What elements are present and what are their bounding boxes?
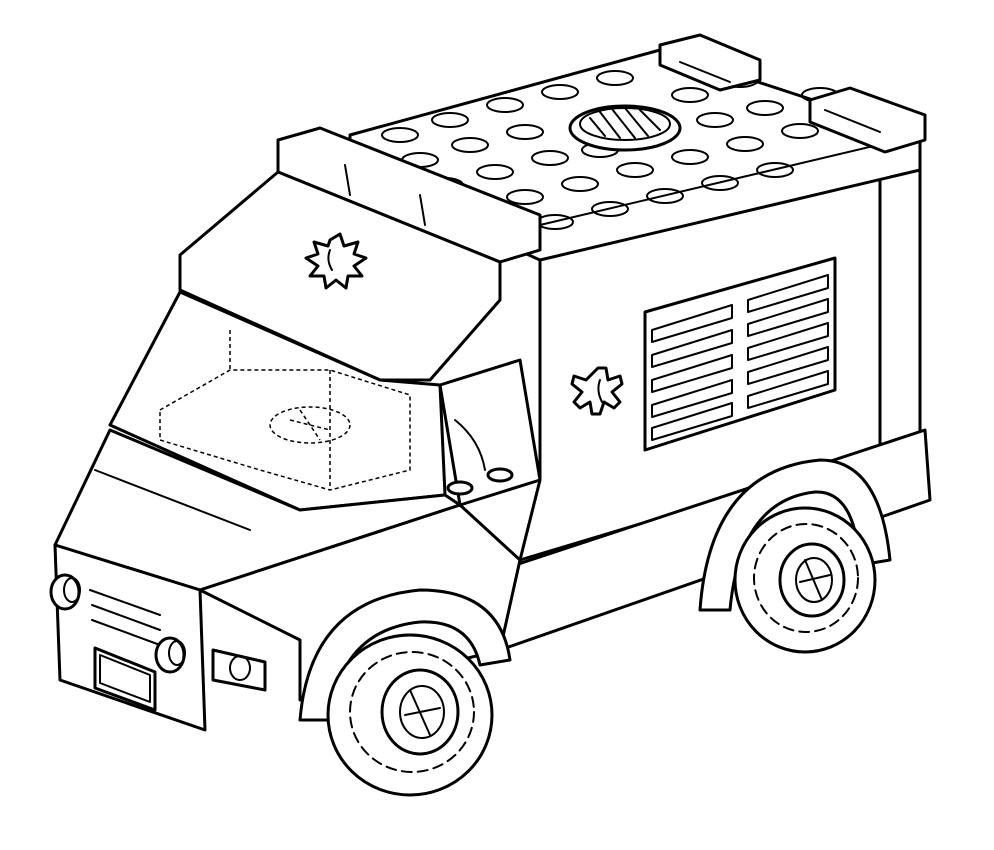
front-wheel — [326, 633, 494, 797]
star-of-life-cab-icon — [304, 232, 368, 290]
steering-wheel-icon — [269, 406, 351, 444]
roof-vent-icon — [568, 104, 682, 152]
license-plate — [93, 646, 157, 712]
side-vent-grille — [643, 256, 837, 452]
side-light-icon — [211, 648, 267, 692]
roof-light-bar-right — [808, 86, 927, 154]
headlight-right-icon — [154, 636, 186, 674]
front-wheel-arch — [298, 588, 512, 722]
front-grille — [89, 589, 161, 646]
rear-wheel — [733, 506, 877, 654]
rear-wheel-arch — [698, 458, 892, 612]
front — [49, 543, 267, 732]
roof-light-bar-left — [658, 33, 762, 92]
headlight-left-icon — [49, 573, 81, 611]
star-of-life-side-icon — [570, 366, 624, 416]
